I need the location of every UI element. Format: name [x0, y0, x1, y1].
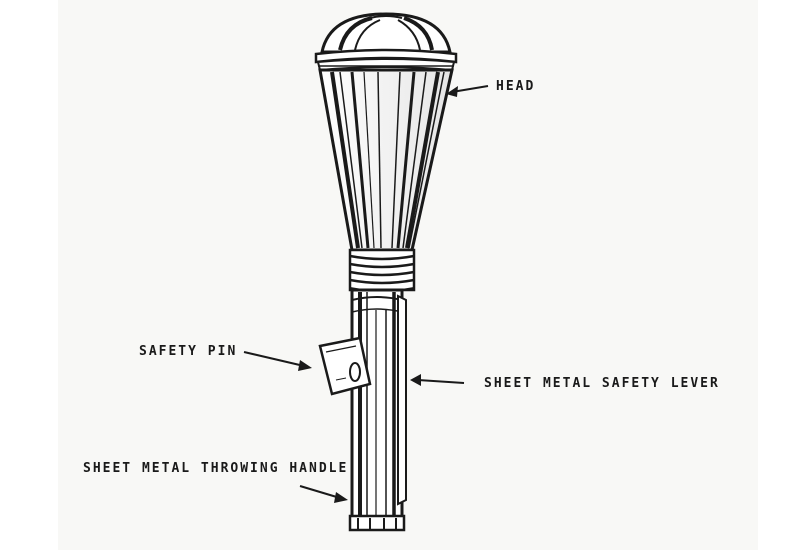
safety-pin-plate — [318, 336, 372, 396]
arrow-safety-lever — [410, 374, 465, 386]
head-cone — [318, 68, 454, 252]
head-rim — [314, 48, 458, 72]
label-safety-lever: SHEET METAL SAFETY LEVER — [484, 376, 720, 391]
label-head: HEAD — [496, 79, 536, 94]
throwing-handle-tube — [348, 288, 406, 532]
threaded-neck — [348, 248, 416, 292]
label-safety-pin: SAFETY PIN — [139, 344, 238, 359]
safety-lever — [397, 294, 407, 506]
dome-cap — [320, 12, 452, 54]
arrow-safety-pin — [243, 351, 312, 371]
arrow-throwing-handle — [299, 485, 348, 503]
arrow-head — [446, 85, 489, 97]
label-throwing-handle: SHEET METAL THROWING HANDLE — [83, 461, 349, 476]
